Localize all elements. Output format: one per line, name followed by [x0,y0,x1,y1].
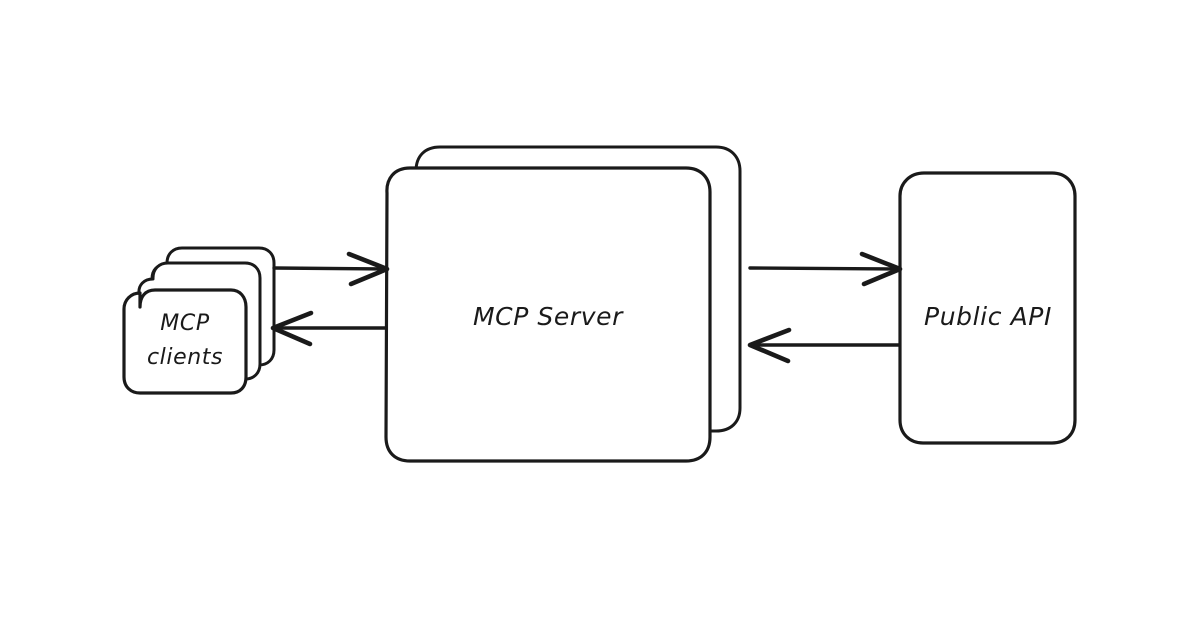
edge-server-to-api-arrowhead-right-icon [859,251,903,287]
node-mcp-clients[interactable]: MCP clients [122,246,276,395]
edge-server-to-clients-arrowhead-left-icon [270,310,314,347]
mcp-clients-label-line-2: clients [147,345,223,370]
public-api-label: Public API [924,302,1052,331]
edge-api-to-server[interactable] [747,327,901,364]
edge-clients-to-server-line [272,266,388,271]
edge-server-to-api-line [748,266,901,271]
edge-server-to-api[interactable] [748,251,903,287]
public-api-card [898,171,1077,445]
edge-server-to-clients[interactable] [270,310,388,347]
edge-api-to-server-arrowhead-left-icon [747,327,792,364]
edge-clients-to-server-arrowhead-right-icon [346,251,390,287]
edge-clients-to-server[interactable] [272,251,390,287]
node-mcp-server[interactable]: MCP Server [384,145,742,463]
mcp-server-label: MCP Server [473,302,624,331]
mcp-clients-label-line-1: MCP [160,311,210,336]
mcp-clients-card-front [122,288,248,395]
mcp-server-card-front [384,166,712,463]
node-public-api[interactable]: Public API [898,171,1077,445]
